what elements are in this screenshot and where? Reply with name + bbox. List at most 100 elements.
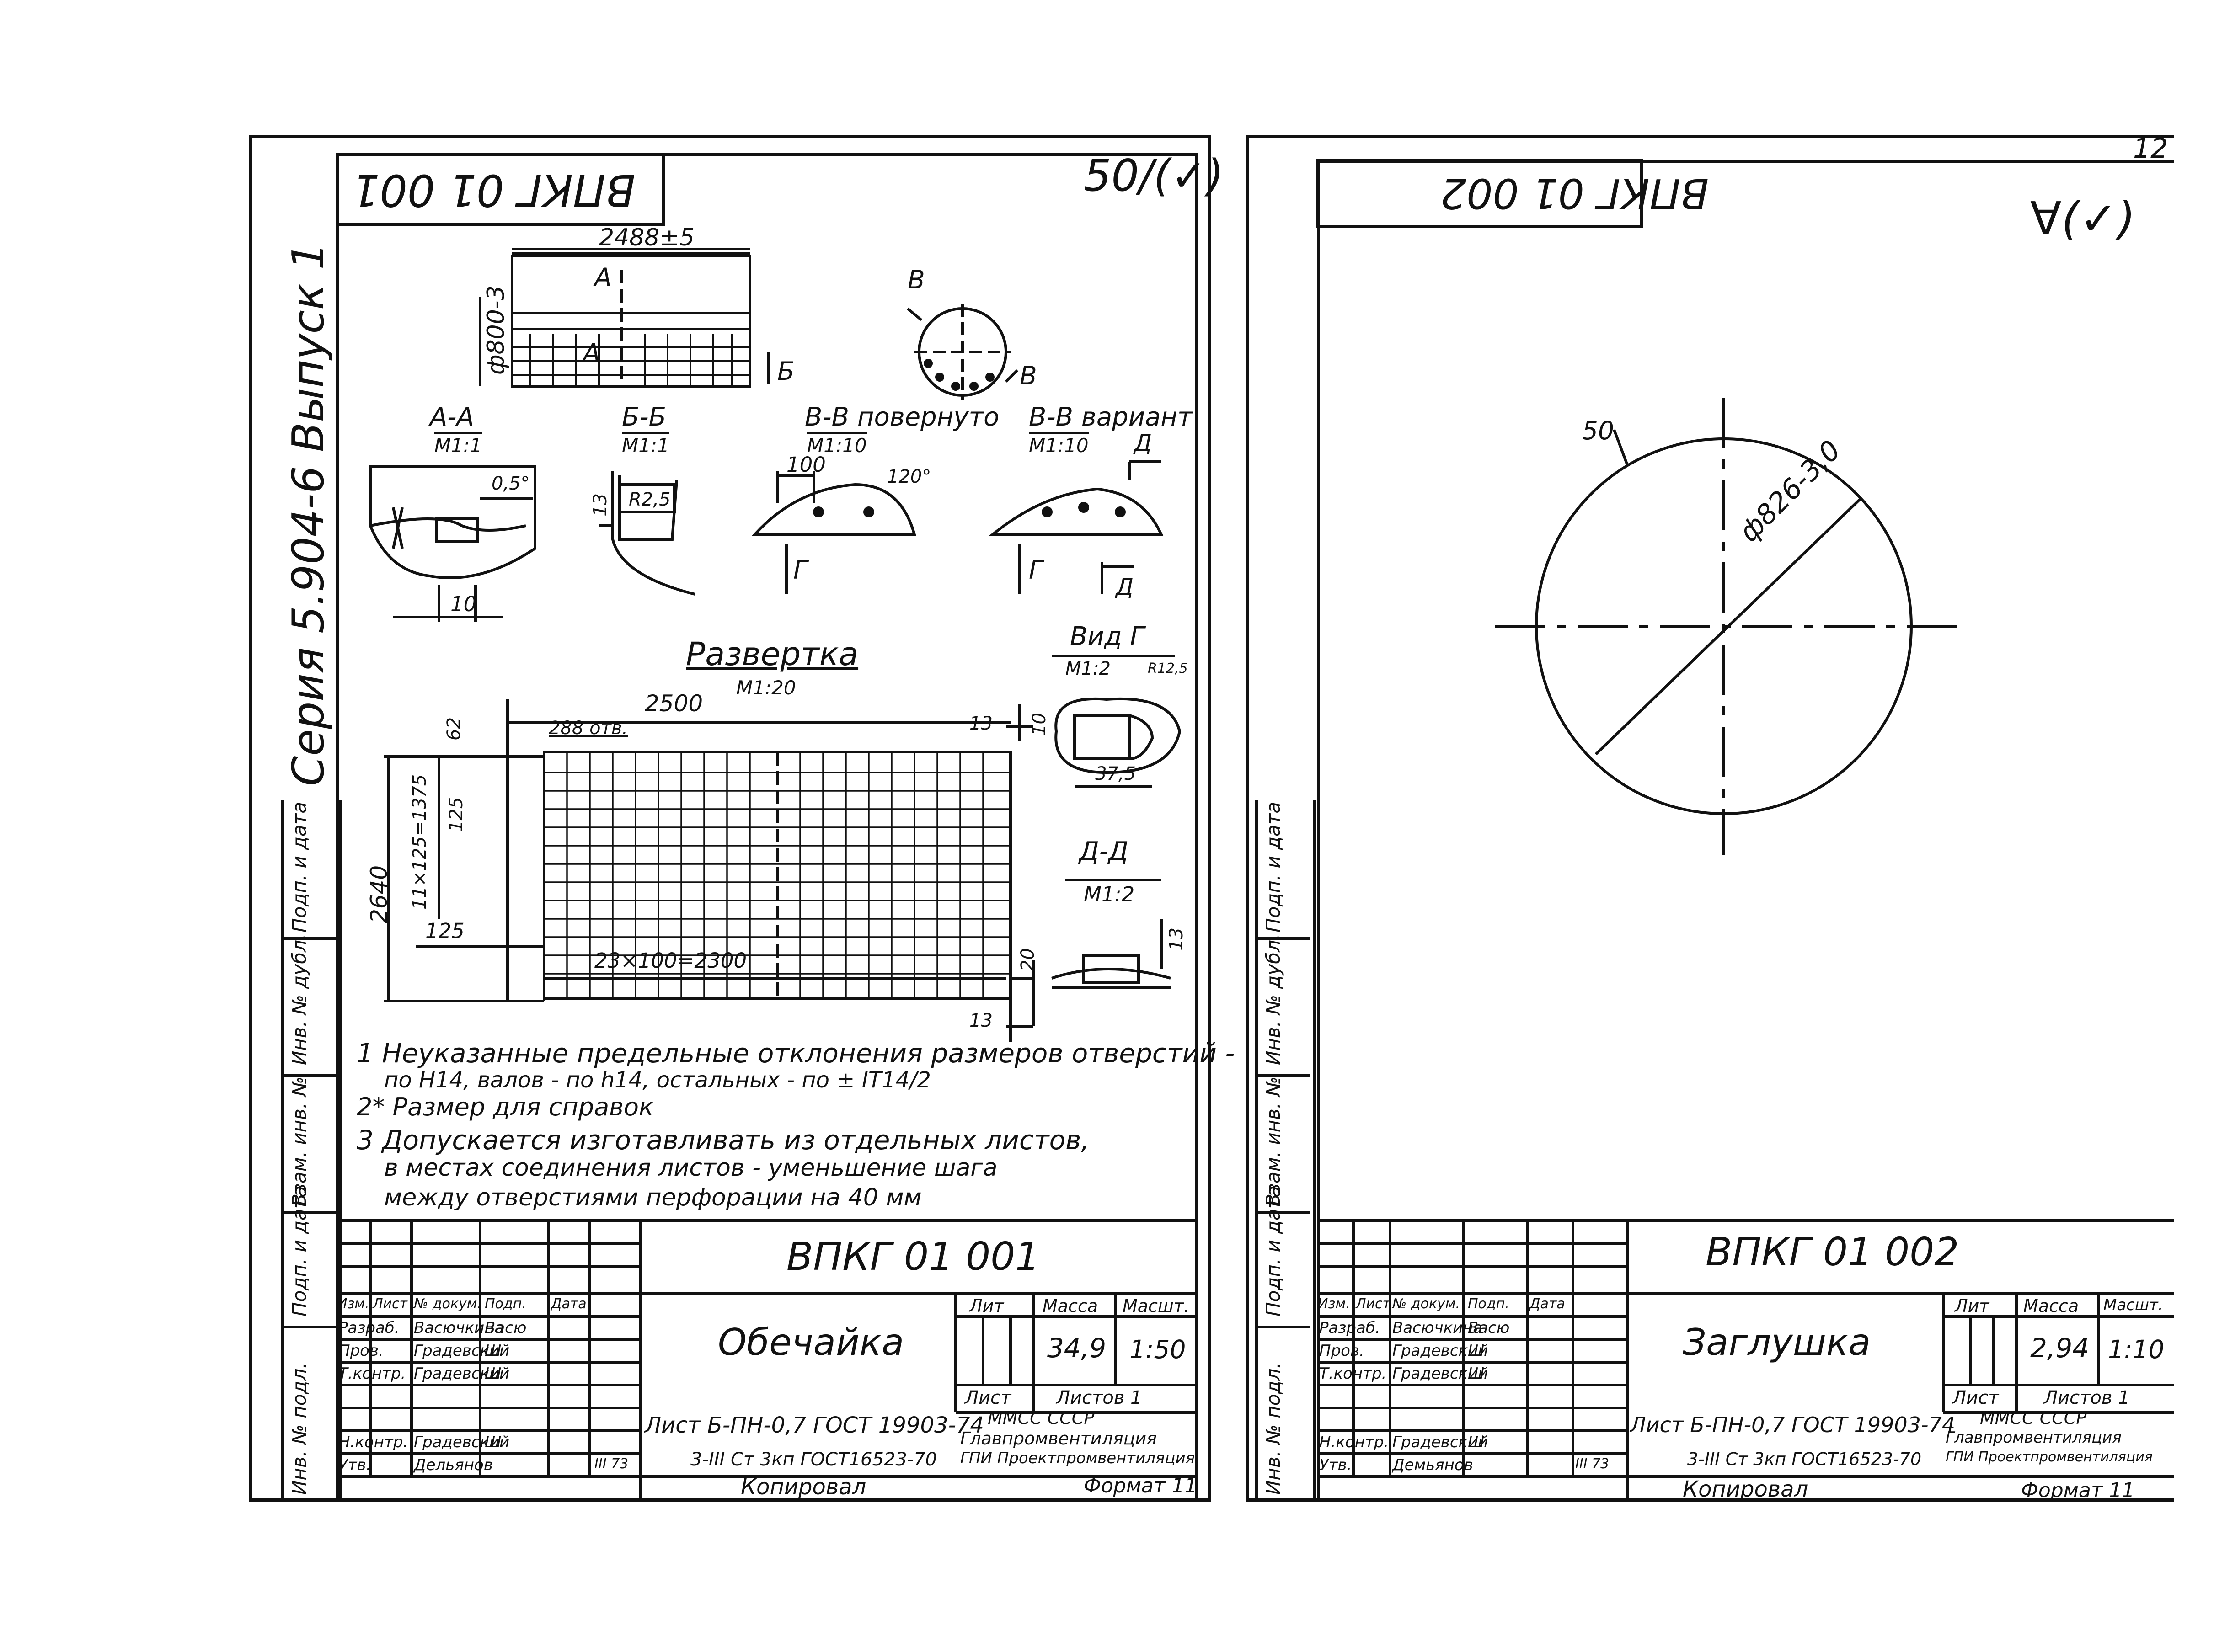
- dim-10b: 10: [450, 592, 477, 616]
- section-bb-scale: М1:1: [622, 432, 669, 457]
- right-tb-r5-date: III 73: [1575, 1456, 1610, 1472]
- vid-g-scale: М1:2: [1065, 658, 1111, 679]
- right-tb-hdr-3: Подп.: [1468, 1296, 1509, 1312]
- left-tb-mass: 34,9: [1047, 1332, 1107, 1364]
- note-3a: 3 Допускается изготавливать из отдельных…: [357, 1124, 1090, 1156]
- dim-r25: R2,5: [629, 489, 671, 510]
- dim-13c: 13: [590, 493, 611, 517]
- note-3c: между отверстиями перфорации на 40 мм: [384, 1184, 922, 1211]
- right-tb-r0-name: Васючкина: [1392, 1319, 1483, 1337]
- left-side-stamp-lines: [281, 800, 336, 1502]
- note-1a: 1 Неуказанные предельные отклонения разм…: [357, 1038, 1235, 1069]
- left-tb-r4-sig: Ш: [485, 1433, 502, 1451]
- right-tb-r2-name: Градевский: [1392, 1364, 1488, 1383]
- left-tb-r5-role: Утв.: [338, 1456, 371, 1474]
- left-tb-hdr-3: Подп.: [485, 1296, 526, 1312]
- mark-g-1: Г: [793, 555, 808, 585]
- section-vv-var-scale: М1:10: [1029, 432, 1089, 457]
- right-tb-r4-sig: Ш: [1468, 1433, 1485, 1451]
- right-roughness: ∀(✓): [2030, 192, 2136, 245]
- left-tb-r1-name: Градевский: [414, 1342, 510, 1360]
- left-tb-name: Обечайка: [718, 1321, 904, 1364]
- left-tb-r2-role: Т.контр.: [338, 1364, 406, 1383]
- mark-a-top: А: [594, 263, 612, 292]
- dim-13b: 13: [969, 1010, 993, 1031]
- section-aa: А-А: [430, 402, 474, 432]
- dim-pitch-vert: 11×125=1375: [409, 774, 430, 910]
- left-tb-r1-role: Пров.: [338, 1342, 384, 1360]
- dim-holes: 288 отв.: [549, 718, 628, 739]
- razvertka-scale: М1:20: [736, 677, 796, 699]
- right-tb-r1-role: Пров.: [1319, 1342, 1364, 1360]
- left-tb-r2-name: Градевский: [414, 1364, 510, 1383]
- right-tb-r1-name: Градевский: [1392, 1342, 1488, 1360]
- section-vv-var: В-В вариант: [1029, 402, 1193, 432]
- left-tb-material-2: 3-III Ст 3кп ГОСТ16523-70: [690, 1449, 937, 1470]
- razvertka-title: Развертка: [686, 635, 859, 673]
- vid-g: Вид Г: [1070, 622, 1144, 651]
- dim-125a: 125: [446, 797, 467, 832]
- note-2: 2* Размер для справок: [357, 1092, 654, 1121]
- right-drawing-area: [1317, 160, 2174, 1502]
- dim-10: 10: [1029, 713, 1050, 736]
- page-number: 12: [2133, 133, 2168, 165]
- dim-62: 62: [444, 717, 465, 741]
- right-tb-org-1: ММСС СССР: [1980, 1408, 2087, 1428]
- right-tb-name: Заглушка: [1683, 1321, 1871, 1364]
- right-tb-material-2: 3-III Ст 3кп ГОСТ16523-70: [1687, 1449, 1922, 1469]
- left-tb-hdr-1: Лист: [373, 1296, 408, 1312]
- right-tb-r0-role: Разраб.: [1319, 1319, 1380, 1337]
- right-tb-r2-role: Т.контр.: [1319, 1364, 1387, 1383]
- mark-b-right: Б: [777, 357, 795, 386]
- right-tb-hdr-1: Лист: [1356, 1296, 1391, 1312]
- right-tb-code: ВПКГ 01 002: [1706, 1230, 1959, 1275]
- left-tb-hdr-4: Дата: [551, 1296, 587, 1312]
- left-tb-list: Лист: [965, 1387, 1011, 1408]
- right-side-stamp-lines: [1255, 800, 1310, 1502]
- left-tb-r0-sig: Васю: [485, 1319, 527, 1337]
- section-vv: В-В повернуто: [805, 402, 1000, 432]
- left-tb-r4-role: Н.контр.: [338, 1433, 408, 1451]
- dim-diameter: ф800-3: [482, 285, 510, 375]
- right-tb-r2-sig: Ш: [1468, 1364, 1485, 1383]
- dim-2640: 2640: [366, 865, 392, 923]
- right-tb-hdr-0: Изм.: [1318, 1296, 1350, 1312]
- left-tb-r0-name: Васючкина: [414, 1319, 504, 1337]
- right-tb-org-2: Главпромвентиляция: [1946, 1428, 2122, 1447]
- left-tb-material-1: Лист Б-ПН-0,7 ГОСТ 19903-74: [645, 1412, 984, 1438]
- right-tb-r4-role: Н.контр.: [1319, 1433, 1389, 1451]
- right-tb-lit: Лит: [1955, 1296, 1989, 1316]
- left-drawing-area: [336, 153, 1198, 1502]
- right-code-flipped: ВПКГ 01 002: [1440, 169, 1709, 217]
- left-tb-org-1: ММСС СССР: [988, 1408, 1095, 1428]
- dim-120: 120°: [887, 466, 931, 487]
- mark-v-top: В: [908, 265, 925, 294]
- right-tb-massa: Масса: [2023, 1296, 2079, 1316]
- left-tb-hdr-0: Изм.: [337, 1296, 369, 1312]
- right-tb-r0-sig: Васю: [1468, 1319, 1510, 1337]
- right-tb-format: Формат 11: [2021, 1479, 2135, 1502]
- section-dd-scale: М1:2: [1084, 882, 1135, 906]
- right-tb-mass: 2,94: [2030, 1332, 2090, 1364]
- right-tb-r1-sig: Ш: [1468, 1342, 1485, 1360]
- left-tb-r5-name: Дельянов: [414, 1456, 493, 1474]
- dim-r129: R12,5: [1148, 661, 1188, 677]
- right-tb-hdr-4: Дата: [1529, 1296, 1565, 1312]
- dim-20: 20: [1017, 948, 1038, 971]
- section-aa-scale: М1:1: [434, 432, 482, 457]
- left-tb-lit: Лит: [969, 1296, 1004, 1316]
- left-tb-r4-name: Градевский: [414, 1433, 510, 1451]
- right-tb-r4-name: Градевский: [1392, 1433, 1488, 1451]
- note-3b: в местах соединения листов - уменьшение …: [384, 1154, 998, 1182]
- dim-375: 37,5: [1095, 763, 1136, 784]
- dim-05: 0,5°: [492, 473, 530, 494]
- dim-13a: 13: [969, 713, 993, 734]
- left-tb-format: Формат 11: [1084, 1474, 1198, 1497]
- dim-pitch-horiz: 23×100=2300: [594, 949, 747, 973]
- dim-100: 100: [786, 453, 826, 477]
- left-tb-r2-sig: Ш: [485, 1364, 502, 1383]
- section-vv-scale: М1:10: [807, 432, 867, 457]
- left-tb-masshtab: Масшт.: [1123, 1296, 1189, 1316]
- mark-a-mid: А: [583, 338, 600, 368]
- note-1b: по Н14, валов - по h14, остальных - по ±…: [384, 1067, 931, 1093]
